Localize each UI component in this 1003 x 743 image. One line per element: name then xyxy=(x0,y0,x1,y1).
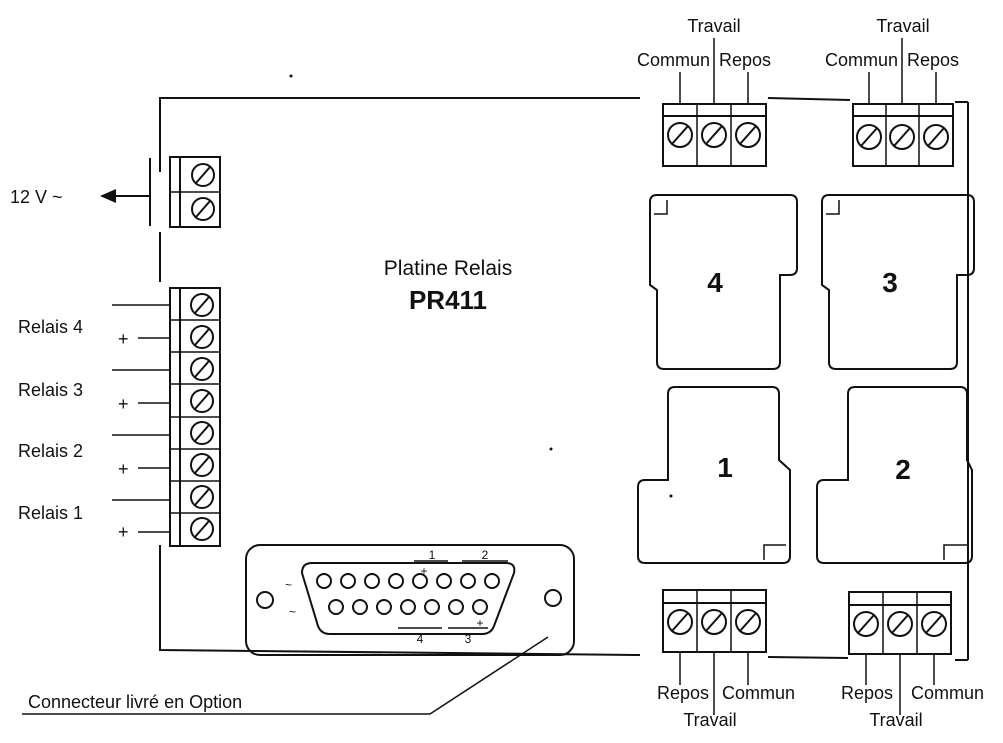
relay-2-contact-terminal xyxy=(848,591,952,715)
input-terminal-block xyxy=(112,287,221,547)
option-note: Connecteur livré en Option xyxy=(28,692,242,712)
relay-4 xyxy=(649,194,798,370)
input-plus-relais-2: + xyxy=(118,459,129,479)
connector-tilde-top: ~ xyxy=(285,578,292,592)
relay-2-number: 2 xyxy=(895,454,911,485)
input-plus-relais-1: + xyxy=(118,522,129,542)
input-label-relais-3: Relais 3 xyxy=(18,380,83,400)
power-label: 12 V ~ xyxy=(10,187,63,207)
connector-plus-top: + xyxy=(420,564,427,578)
relay-3-number: 3 xyxy=(882,267,898,298)
db-connector xyxy=(245,544,575,656)
speck xyxy=(289,74,293,78)
input-plus-relais-3: + xyxy=(118,394,129,414)
board-title: Platine Relais xyxy=(384,257,512,280)
relay-4-number: 4 xyxy=(707,267,723,298)
connector-pin-label-3: 3 xyxy=(465,632,472,646)
board-outline xyxy=(159,97,969,661)
speck xyxy=(669,494,673,498)
r1-label-commun: Commun xyxy=(722,683,795,703)
r1-label-repos: Repos xyxy=(657,683,709,703)
r3-label-repos: Repos xyxy=(907,50,959,70)
input-label-relais-2: Relais 2 xyxy=(18,441,83,461)
connector-tilde-bottom: ~ xyxy=(289,605,296,619)
r2-label-travail: Travail xyxy=(869,710,922,730)
r2-label-repos: Repos xyxy=(841,683,893,703)
r3-label-travail: Travail xyxy=(876,16,929,36)
r4-label-travail: Travail xyxy=(687,16,740,36)
r1-label-travail: Travail xyxy=(683,710,736,730)
r4-label-commun: Commun xyxy=(637,50,710,70)
r2-label-commun: Commun xyxy=(911,683,984,703)
r4-label-repos: Repos xyxy=(719,50,771,70)
power-terminal-block xyxy=(100,156,221,228)
relay-1-number: 1 xyxy=(717,452,733,483)
speck xyxy=(549,447,553,451)
relay-1 xyxy=(637,386,791,564)
connector-plus-bottom: + xyxy=(476,616,483,630)
input-plus-relais-4: + xyxy=(118,329,129,349)
relay-2 xyxy=(816,386,973,564)
input-label-relais-4: Relais 4 xyxy=(18,317,83,337)
relay-3-contact-terminal xyxy=(852,38,954,167)
relay-4-contact-terminal xyxy=(662,38,767,167)
relay-1-contact-terminal xyxy=(662,589,767,715)
connector-pin-label-1: 1 xyxy=(429,548,436,562)
r3-label-commun: Commun xyxy=(825,50,898,70)
board-model: PR411 xyxy=(409,285,487,315)
relay-3 xyxy=(821,194,975,370)
input-label-relais-1: Relais 1 xyxy=(18,503,83,523)
option-callout-leader xyxy=(22,636,549,715)
connector-pin-label-2: 2 xyxy=(482,548,489,562)
connector-pin-label-4: 4 xyxy=(417,632,424,646)
